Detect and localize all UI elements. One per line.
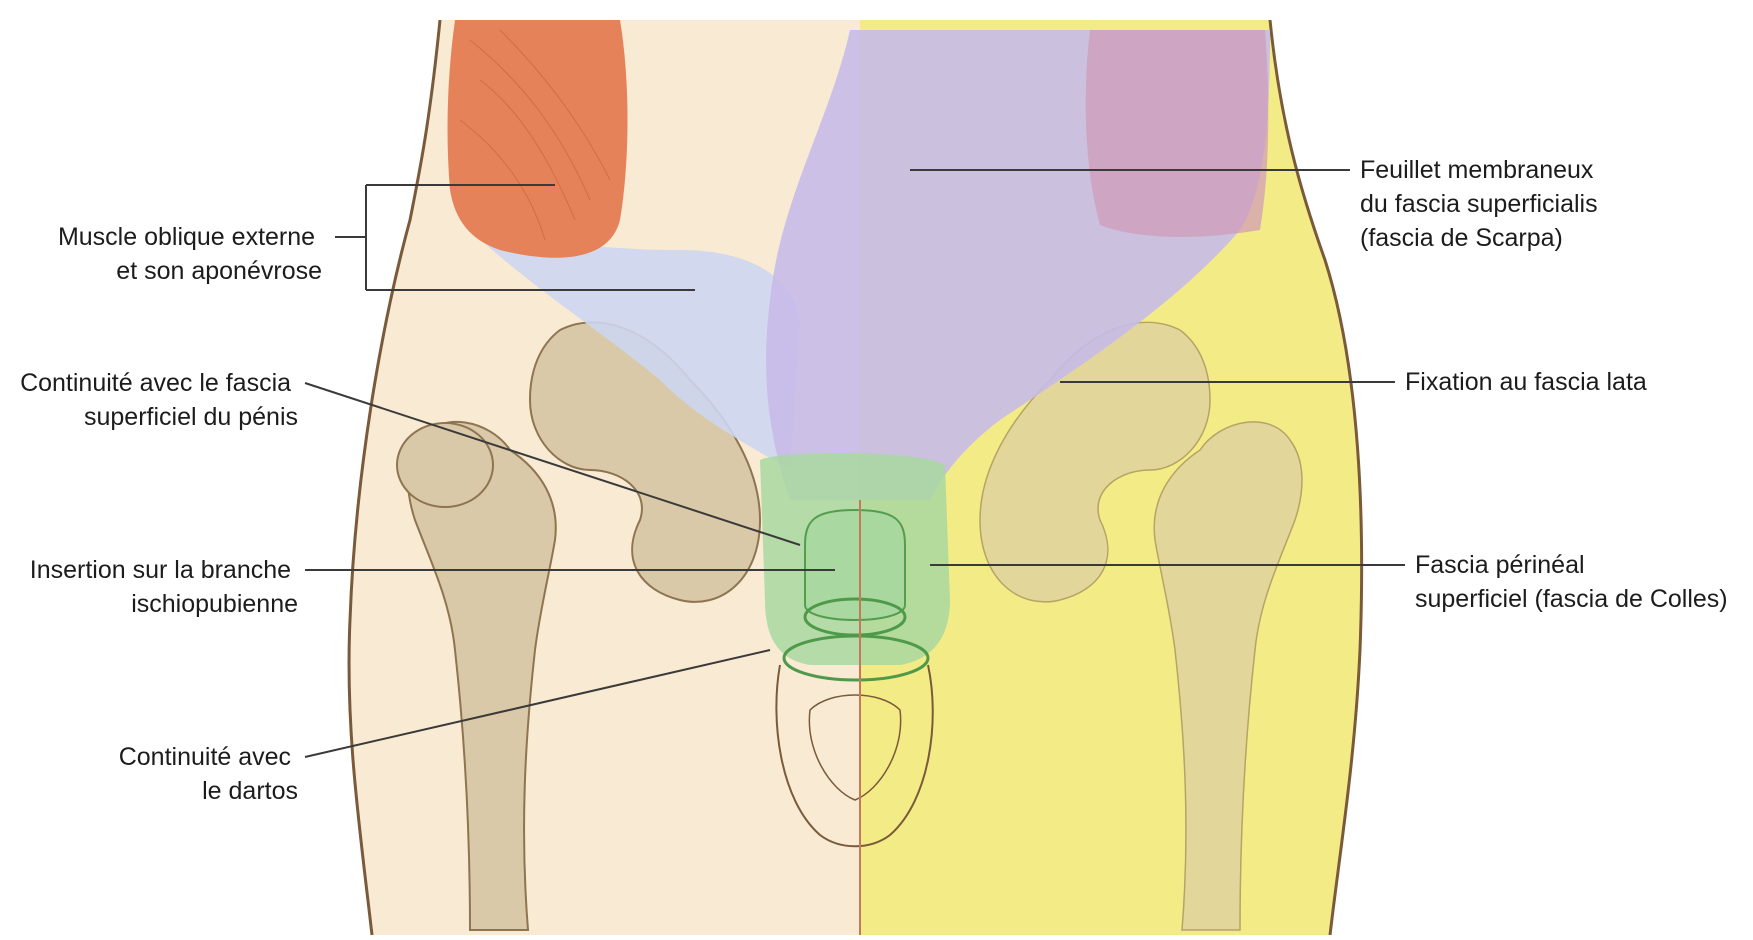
- label-continuite-penis: Continuité avec le fascia superficiel du…: [20, 369, 298, 431]
- label-continuite-dartos-line2: le dartos: [202, 777, 298, 805]
- label-insertion-branche-line1: Insertion sur la branche: [30, 556, 291, 584]
- label-fascia-perineal-line2: superficiel (fascia de Colles): [1415, 585, 1728, 613]
- label-muscle-oblique-line1: Muscle oblique externe: [58, 223, 315, 251]
- label-insertion-branche-line2: ischiopubienne: [131, 590, 298, 618]
- label-continuite-dartos-line1: Continuité avec: [119, 743, 291, 771]
- label-continuite-penis-line1: Continuité avec le fascia: [20, 369, 291, 397]
- label-continuite-dartos: Continuité avec le dartos: [119, 743, 298, 805]
- label-insertion-branche: Insertion sur la branche ischiopubienne: [30, 556, 298, 618]
- label-muscle-oblique: Muscle oblique externe et son aponévrose: [58, 223, 322, 285]
- label-continuite-penis-line2: superficiel du pénis: [84, 403, 298, 431]
- label-fascia-perineal-line1: Fascia périnéal: [1415, 551, 1585, 579]
- label-fixation-line1: Fixation au fascia lata: [1405, 368, 1647, 396]
- left-femur-head: [397, 423, 493, 507]
- muscle-oblique-right: [1086, 30, 1269, 237]
- label-muscle-oblique-line2: et son aponévrose: [116, 257, 322, 285]
- label-feuillet-line3: (fascia de Scarpa): [1360, 224, 1563, 252]
- label-feuillet-membraneux: Feuillet membraneux du fascia superficia…: [1360, 156, 1605, 252]
- muscle-oblique-left: [448, 20, 628, 258]
- label-feuillet-line1: Feuillet membraneux: [1360, 156, 1594, 184]
- label-fixation-fascia-lata: Fixation au fascia lata: [1405, 368, 1647, 396]
- label-feuillet-line2: du fascia superficialis: [1360, 190, 1598, 218]
- label-fascia-perineal: Fascia périnéal superficiel (fascia de C…: [1415, 551, 1728, 613]
